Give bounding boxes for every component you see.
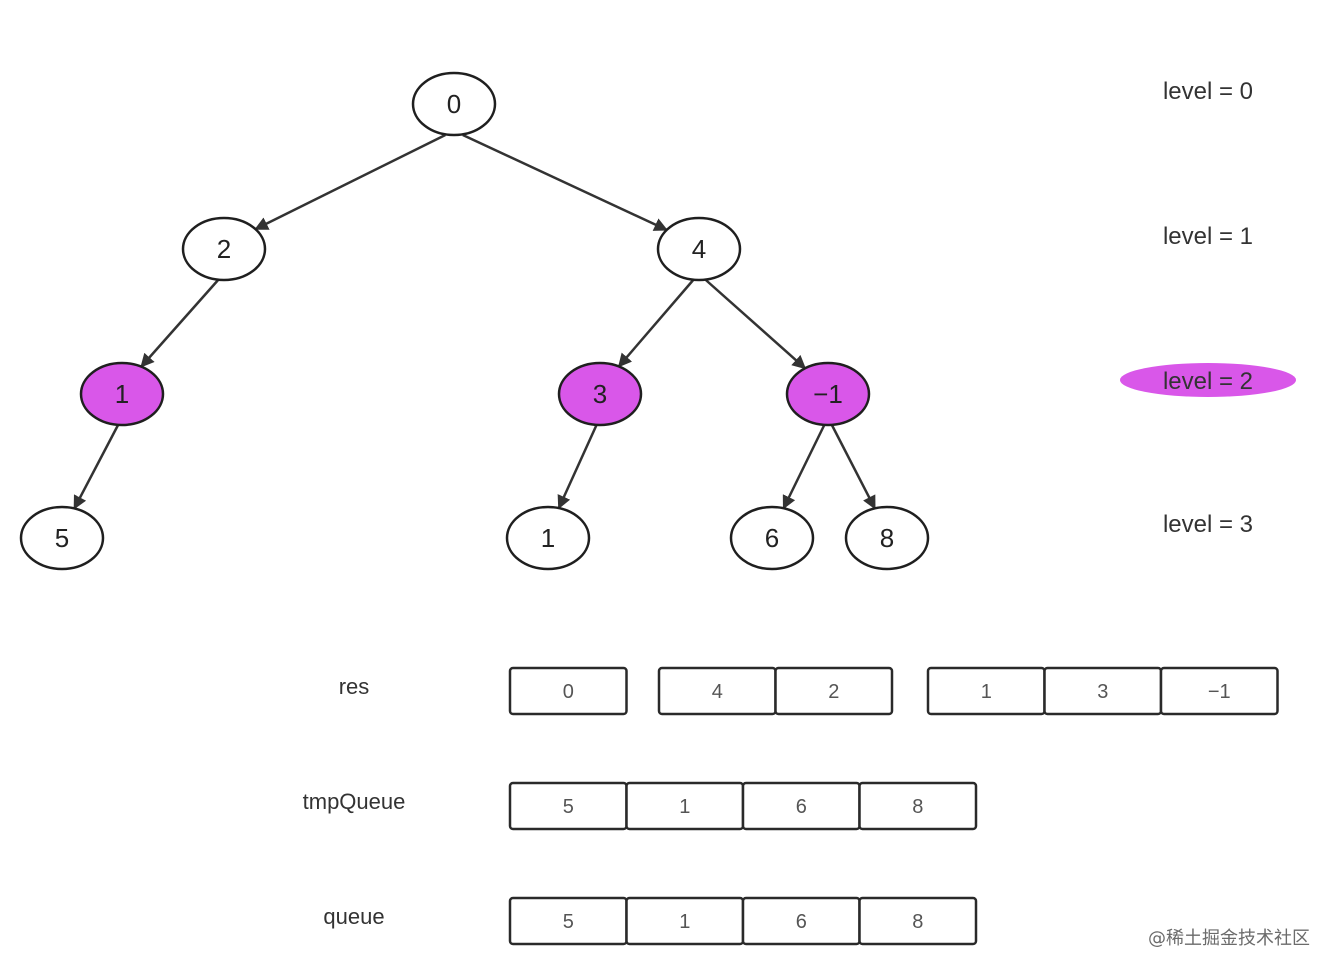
cell-box [858, 781, 978, 831]
row-queue: queue 5 1 6 8 [323, 896, 978, 946]
cell-value: 0 [563, 681, 574, 703]
cell-value: 2 [828, 681, 839, 703]
level-highlight [1120, 363, 1296, 397]
node-ellipse [181, 216, 267, 282]
edge-n4-nm1 [704, 279, 807, 370]
cell-value: 5 [563, 796, 574, 818]
tree-edges [73, 133, 876, 510]
cell-value: 1 [679, 796, 690, 818]
edge-nm1-n6 [782, 424, 826, 510]
cell-value: 8 [912, 796, 923, 818]
level-label-3: level = 3 [1163, 511, 1253, 538]
edge-n0-n2 [254, 133, 446, 231]
cell-value: 8 [912, 911, 923, 933]
cell-value: 6 [796, 911, 807, 933]
cell-box [1159, 666, 1279, 716]
tree-node: −1 [785, 361, 871, 427]
node-ellipse [19, 505, 105, 571]
node-value: 0 [447, 89, 461, 119]
level-label-0: level = 0 [1163, 78, 1253, 105]
edge-nm1-n8 [830, 424, 876, 510]
edge-n4-n3 [617, 279, 695, 368]
cell-value: 6 [796, 796, 807, 818]
level-text: level = 3 [1163, 511, 1253, 538]
cell-box [774, 666, 894, 716]
node-ellipse [729, 505, 815, 571]
tree-node: 8 [844, 505, 930, 571]
row-label: queue [323, 904, 384, 929]
tree-node: 2 [181, 216, 267, 282]
tree-node: 1 [505, 505, 591, 571]
row-label: tmpQueue [303, 789, 406, 814]
row-tmpQueue: tmpQueue 5 1 6 8 [303, 781, 978, 831]
level-label-1: level = 1 [1163, 223, 1253, 250]
tree-node: 5 [19, 505, 105, 571]
tree-node: 4 [656, 216, 742, 282]
cell-box [858, 896, 978, 946]
node-value: 4 [692, 234, 706, 264]
node-value: 1 [115, 379, 129, 409]
level-text: level = 0 [1163, 78, 1253, 105]
node-ellipse [505, 505, 591, 571]
level-label-2: level = 2 [1120, 363, 1296, 397]
node-ellipse [411, 71, 497, 137]
node-value: 3 [593, 379, 607, 409]
edge-n3-n1b [557, 424, 598, 510]
tree-node: 1 [79, 361, 165, 427]
queue-rows: res 0 4 2 1 3 −1 tmpQueue 5 1 6 8 queue 5 1 6 8 [303, 666, 1279, 946]
node-value: 6 [765, 523, 779, 553]
cell-value: 3 [1097, 681, 1108, 703]
node-ellipse [656, 216, 742, 282]
node-ellipse [79, 361, 165, 427]
tree-nodes: 0 2 4 1 3 −1 5 1 6 8 [19, 71, 930, 571]
cell-value: 1 [679, 911, 690, 933]
tree-node: 6 [729, 505, 815, 571]
node-value: 8 [880, 523, 894, 553]
node-ellipse [785, 361, 871, 427]
cell-box [508, 666, 628, 716]
level-text: level = 2 [1163, 368, 1253, 395]
cell-value: −1 [1208, 681, 1231, 703]
level-text: level = 1 [1163, 223, 1253, 250]
node-value: −1 [813, 379, 843, 409]
tree-node: 3 [557, 361, 643, 427]
node-value: 2 [217, 234, 231, 264]
node-value: 5 [55, 523, 69, 553]
cell-value: 4 [712, 681, 723, 703]
cell-value: 1 [981, 681, 992, 703]
tree-node: 0 [411, 71, 497, 137]
edge-n1-n5 [73, 424, 120, 510]
level-labels: level = 0 level = 1 level = 2 level = 3 [1120, 78, 1296, 538]
row-res: res 0 4 2 1 3 −1 [339, 666, 1279, 716]
watermark: @稀土掘金技术社区 [1148, 928, 1310, 949]
edge-n0-n4 [462, 133, 668, 232]
node-ellipse [557, 361, 643, 427]
node-ellipse [844, 505, 930, 571]
cell-value: 5 [563, 911, 574, 933]
edge-n2-n1 [140, 279, 220, 368]
node-value: 1 [541, 523, 555, 553]
row-label: res [339, 674, 370, 699]
